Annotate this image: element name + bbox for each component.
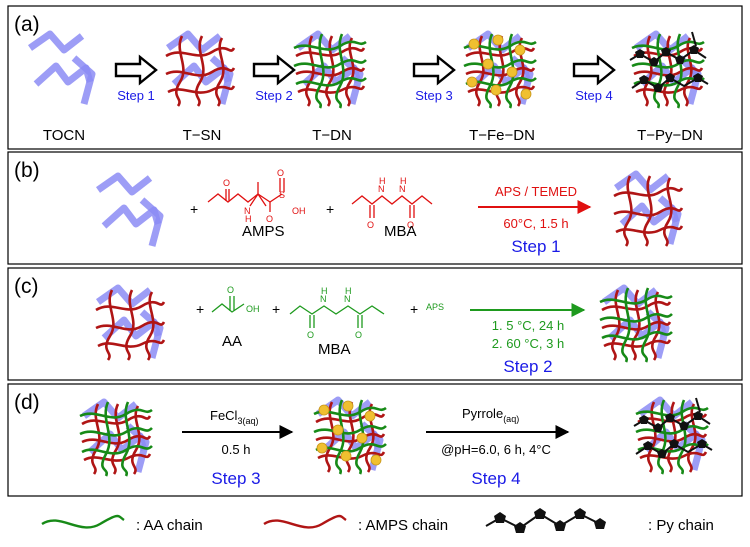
mba-c-o-right: O [355, 330, 362, 340]
amps-o-atom-3: O [277, 168, 284, 178]
panel-d-label: (d) [14, 391, 40, 414]
amps-h-atom: H [245, 214, 252, 224]
panel-a-step-3: Step 3 [415, 88, 453, 103]
panel-c-condition-2: 2. 60 °C, 3 h [492, 336, 564, 351]
mba-c-h-left: H [321, 286, 328, 296]
mba-structure-c [289, 305, 385, 328]
aa-structure [211, 296, 245, 313]
panel-b: (b) + O N H O S O OH AMPS + [7, 151, 743, 265]
panel-c: (c) + O OH AA + N H N H O O MBA + [7, 267, 743, 381]
mba-b-nh-right: N [399, 184, 406, 194]
mba-c-nh-left: N [320, 294, 327, 304]
aa-o-atom: O [227, 285, 234, 295]
mba-b-o-left: O [367, 220, 374, 230]
aa-name: AA [222, 333, 242, 350]
panel-c-aps: APS [426, 302, 444, 312]
stage-label-t-dn: T−DN [312, 127, 352, 144]
mba-c-nh-right: N [344, 294, 351, 304]
panel-c-label: (c) [14, 275, 39, 298]
panel-c-step: Step 2 [503, 357, 552, 376]
panel-a-step-1: Step 1 [117, 88, 155, 103]
panel-c-plus-3: + [410, 301, 418, 317]
amps-n-atom: N [244, 206, 251, 216]
mba-name-c: MBA [318, 341, 351, 358]
panel-d: (d) FeCl3(aq) 0.5 h Step 3 Pyrrole(aq) @… [7, 383, 743, 497]
panel-b-step: Step 1 [511, 237, 560, 256]
panel-c-plus-1: + [196, 301, 204, 317]
mba-b-nh-left: N [378, 184, 385, 194]
panel-d-reagent-2: Pyrrole(aq) [462, 406, 519, 424]
panel-d-reagent-2-sub: (aq) [503, 414, 519, 424]
legend-py-chain [485, 508, 606, 533]
panel-a: (a) Step 1 Step 2 Step 3 Step 4 TOCN T−S… [7, 5, 743, 150]
panel-b-reagent: APS / TEMED [495, 184, 577, 199]
stage-label-t-sn: T−SN [183, 127, 222, 144]
panel-d-reagent-1-main: FeCl [210, 408, 238, 423]
panel-d-condition-2: @pH=6.0, 6 h, 4°C [441, 442, 551, 457]
panel-c-condition-1: 1. 5 °C, 24 h [492, 318, 564, 333]
mba-c-o-left: O [307, 330, 314, 340]
legend-aa-label: : AA chain [136, 517, 203, 534]
panel-d-step-4: Step 4 [471, 469, 520, 488]
panel-b-plus-1: + [190, 201, 198, 217]
panel-d-reagent-2-main: Pyrrole [462, 406, 503, 421]
panel-b-plus-2: + [326, 201, 334, 217]
panel-c-plus-2: + [272, 301, 280, 317]
amps-o-atom-2: O [266, 214, 273, 224]
legend-py-label: : Py chain [648, 517, 714, 534]
aa-oh-group: OH [246, 304, 260, 314]
panel-b-condition: 60°C, 1.5 h [503, 216, 568, 231]
legend-aa-line [41, 514, 125, 529]
stage-label-tocn: TOCN [43, 127, 85, 144]
mba-b-h-right: H [400, 176, 407, 186]
legend: : AA chain : AMPS chain : Py chain [41, 508, 714, 534]
amps-name: AMPS [242, 223, 285, 240]
amps-o-atom: O [223, 178, 230, 188]
mba-b-h-left: H [379, 176, 386, 186]
panel-b-label: (b) [14, 159, 40, 182]
amps-s-atom: S [279, 190, 285, 200]
panel-a-step-4: Step 4 [575, 88, 613, 103]
panel-d-reagent-1: FeCl3(aq) [210, 408, 258, 426]
panel-d-reagent-1-sub: 3(aq) [237, 416, 258, 426]
stage-label-t-py-dn: T−Py−DN [637, 127, 703, 144]
mba-b-o-right: O [407, 220, 414, 230]
panel-d-time-1: 0.5 h [222, 442, 251, 457]
amps-oh-group: OH [292, 206, 306, 216]
mba-name-b: MBA [384, 223, 417, 240]
amps-structure [207, 178, 285, 212]
legend-amps-line [263, 514, 347, 529]
legend-amps-label: : AMPS chain [358, 517, 448, 534]
stage-label-t-fe-dn: T−Fe−DN [469, 127, 535, 144]
panel-a-label: (a) [14, 13, 40, 36]
panel-a-step-2: Step 2 [255, 88, 293, 103]
mba-c-h-right: H [345, 286, 352, 296]
panel-d-step-3: Step 3 [211, 469, 260, 488]
mba-structure-b [351, 195, 433, 218]
